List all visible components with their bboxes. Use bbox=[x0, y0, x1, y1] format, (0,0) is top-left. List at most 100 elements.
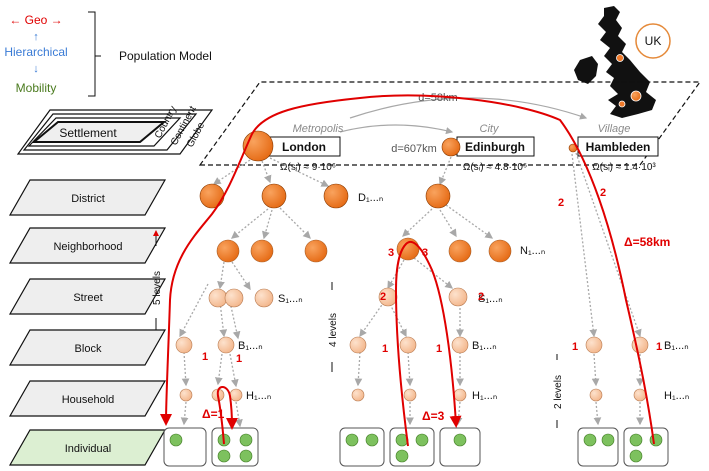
settlement-plane-outline bbox=[198, 81, 702, 166]
individual bbox=[629, 449, 643, 463]
count-london-left: 1 bbox=[202, 351, 208, 363]
hambleden-omega: Ω(sᵢ) ≈ 1.4·10³ bbox=[592, 162, 656, 173]
individual bbox=[649, 433, 663, 447]
path-annotations: Δ=58km Δ=1 Δ=3 1 1 1 1 2 2 3 3 2 2 1 1 bbox=[202, 187, 670, 423]
hierarchical-up-arrow: ↑ bbox=[33, 31, 39, 43]
count-london-right: 1 bbox=[236, 353, 242, 365]
district-node bbox=[323, 183, 349, 209]
household-label-london: H₁...ₙ bbox=[246, 390, 271, 402]
neighborhood-nodes bbox=[216, 237, 512, 263]
individual bbox=[583, 433, 597, 447]
district-node bbox=[199, 183, 225, 209]
individual-boxes bbox=[163, 427, 669, 467]
hierarchical-down-arrow: ↓ bbox=[33, 63, 39, 75]
individual bbox=[601, 433, 615, 447]
nested-scale-boxes: Settlement Country Continent Globe bbox=[16, 104, 214, 155]
london-map-dot bbox=[630, 90, 642, 102]
street-node bbox=[224, 288, 244, 308]
path-london-to-hambleden bbox=[160, 94, 655, 445]
count-hamb-left-2: 2 bbox=[558, 197, 564, 209]
category-city: City bbox=[480, 123, 500, 135]
level-shapes: District Neighborhood Street Block House… bbox=[8, 179, 167, 466]
household-box bbox=[389, 427, 435, 467]
delta-3: Δ=3 bbox=[422, 409, 445, 423]
street-label-london: S₁...ₙ bbox=[278, 293, 303, 305]
household-node bbox=[589, 388, 603, 402]
household-node bbox=[403, 388, 417, 402]
five-levels-label: 5 levels bbox=[152, 271, 163, 305]
uk-label: UK bbox=[645, 34, 662, 48]
household-box bbox=[623, 427, 669, 467]
street-node bbox=[254, 288, 274, 308]
delta-1: Δ=1 bbox=[202, 407, 225, 421]
category-village: Village bbox=[598, 123, 631, 135]
level-label-household: Household bbox=[62, 394, 115, 406]
hambleden-map-dot bbox=[618, 100, 626, 108]
hambleden-name: Hambleden bbox=[586, 140, 651, 154]
count-hamb-block-left: 1 bbox=[572, 341, 578, 353]
hambleden-box bbox=[577, 136, 659, 157]
block-node bbox=[451, 336, 469, 354]
street-node bbox=[208, 288, 228, 308]
household-box bbox=[577, 427, 619, 467]
count-edin-neigh-right: 3 bbox=[422, 247, 428, 259]
ireland-shape bbox=[574, 56, 598, 84]
level-label-street: Street bbox=[73, 292, 102, 304]
district-node bbox=[261, 183, 287, 209]
neighborhood-node bbox=[216, 239, 240, 263]
level-household bbox=[8, 380, 167, 417]
household-node bbox=[633, 388, 647, 402]
distance-arc-london-edinburgh bbox=[339, 124, 454, 135]
individual bbox=[239, 449, 253, 463]
household-nodes bbox=[179, 388, 647, 402]
legend-bracket bbox=[88, 11, 101, 97]
settlement-plane: d=58km d=607km Metropolis London Ω(sᵢ) ≈… bbox=[198, 81, 702, 173]
street-label-edinburgh: S₁...ₙ bbox=[478, 293, 503, 305]
four-levels-label: 4 levels bbox=[328, 313, 339, 347]
block-label-london: B₁...ₙ bbox=[238, 340, 263, 352]
district-label: D₁...ₙ bbox=[358, 192, 383, 204]
count-edin-street-left: 2 bbox=[380, 291, 386, 303]
path-delta-3 bbox=[394, 241, 462, 447]
household-label-edinburgh: H₁...ₙ bbox=[472, 390, 497, 402]
individual bbox=[395, 449, 409, 463]
edinburgh-node bbox=[441, 137, 461, 157]
level-label-neighborhood: Neighborhood bbox=[53, 241, 122, 253]
block-node bbox=[399, 336, 417, 354]
mobility-paths bbox=[160, 94, 655, 447]
neighborhood-node bbox=[304, 239, 328, 263]
edinburgh-name: Edinburgh bbox=[465, 140, 525, 154]
neighborhood-node bbox=[488, 239, 512, 263]
legend: ← Geo → ↑ Hierarchical ↓ Mobility Popula… bbox=[4, 11, 212, 97]
london-name: London bbox=[282, 140, 326, 154]
household-box bbox=[211, 427, 259, 467]
block-node bbox=[349, 336, 367, 354]
district-node bbox=[425, 183, 451, 209]
district-nodes bbox=[199, 183, 451, 209]
household-node bbox=[351, 388, 365, 402]
street-nodes bbox=[208, 287, 468, 308]
household-node bbox=[453, 388, 467, 402]
distance-arc-london-hambleden bbox=[349, 97, 588, 120]
geo-label: ← Geo → bbox=[9, 13, 62, 27]
category-metropolis: Metropolis bbox=[293, 123, 344, 135]
count-edin-street-right: 2 bbox=[478, 291, 484, 303]
block-nodes bbox=[175, 336, 649, 354]
level-spans: 5 levels 4 levels 2 levels bbox=[152, 230, 564, 428]
edinburgh-map-dot bbox=[616, 54, 624, 62]
household-node bbox=[179, 388, 193, 402]
household-box bbox=[439, 427, 481, 467]
individuals bbox=[169, 433, 663, 463]
level-block bbox=[8, 329, 167, 366]
distance-london-edinburgh: d=607km bbox=[391, 143, 437, 155]
level-district bbox=[8, 179, 167, 216]
population-model-label: Population Model bbox=[119, 49, 212, 63]
household-box bbox=[339, 427, 385, 467]
individual bbox=[345, 433, 359, 447]
settlement-box bbox=[31, 121, 167, 143]
household-node bbox=[229, 388, 243, 402]
block-node bbox=[175, 336, 193, 354]
household-box bbox=[163, 427, 207, 467]
delta-58km: Δ=58km bbox=[624, 235, 670, 249]
